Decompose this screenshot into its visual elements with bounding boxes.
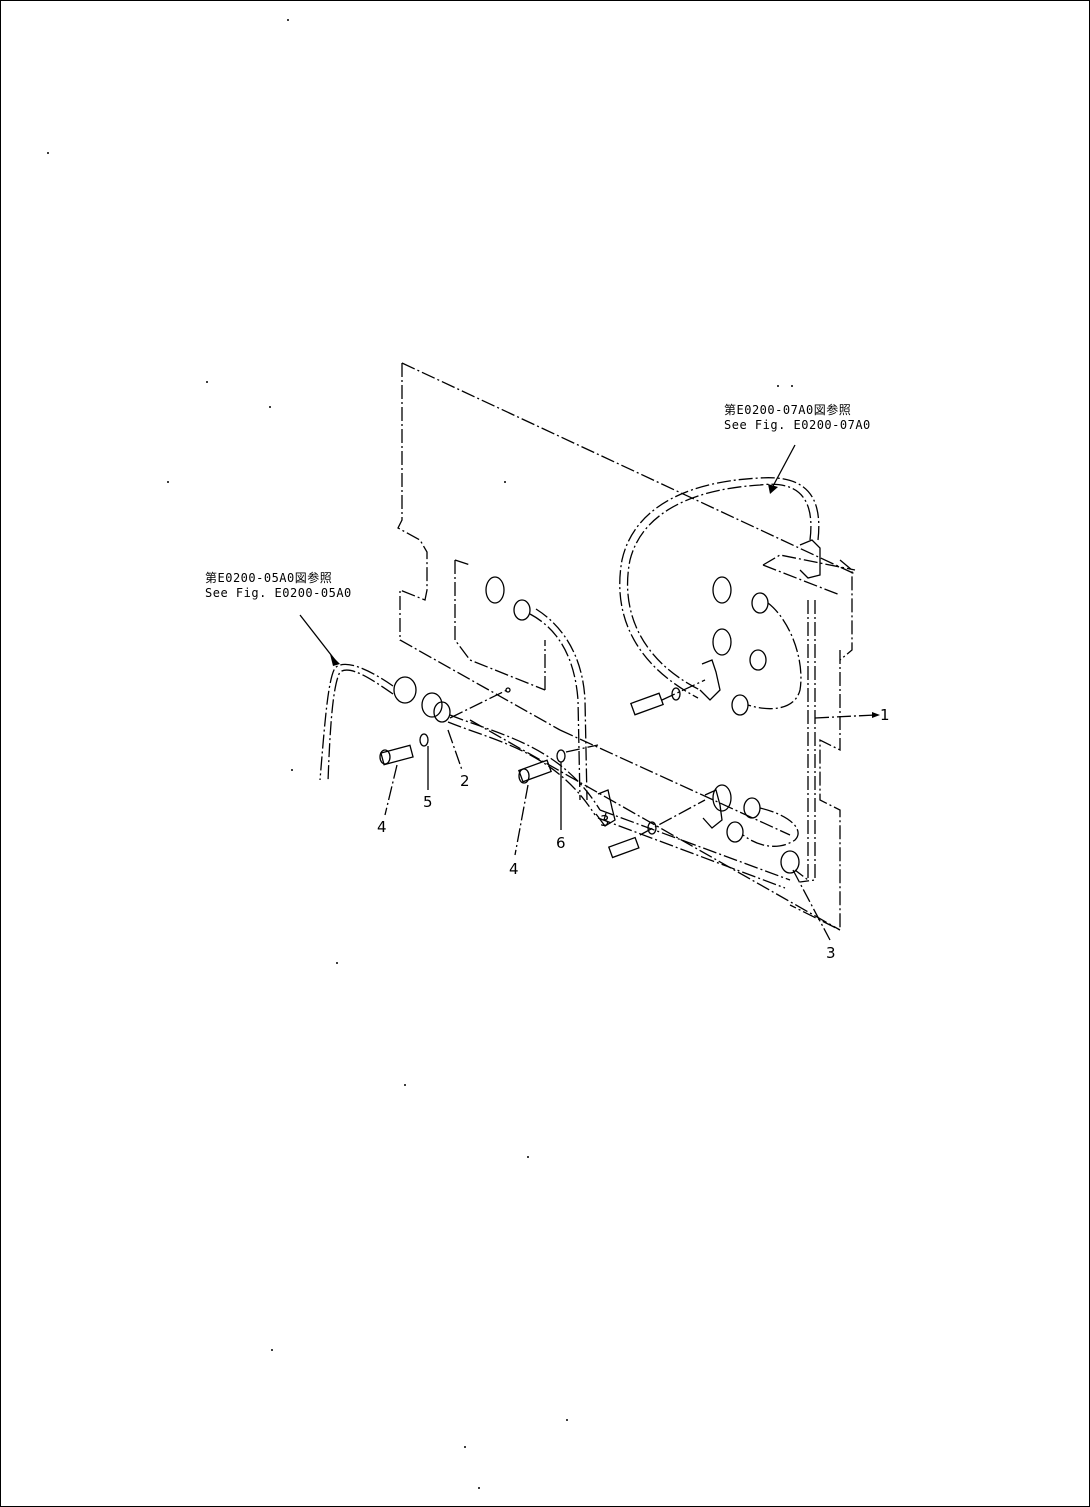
- scan-specks: [47, 19, 793, 1489]
- reference-note-jp: 第E0200-05A0図参照: [205, 571, 333, 585]
- part-label-4: 4: [377, 818, 387, 836]
- harness-left: [447, 576, 791, 889]
- bolt-4a: [379, 744, 414, 766]
- reference-note-jp: 第E0200-07A0図参照: [724, 403, 852, 417]
- part-label-3: 3: [826, 944, 836, 962]
- incoming-cable-left: [299, 614, 394, 783]
- clamp-3a: [565, 744, 616, 827]
- washer-6: [556, 749, 566, 763]
- connectors-right: [712, 576, 802, 874]
- junction-box: [762, 539, 856, 596]
- panel-plate: [397, 362, 856, 932]
- part-label-2: 2: [460, 772, 470, 790]
- reference-note-left: 第E0200-05A0図参照 See Fig. E0200-05A0: [205, 571, 352, 601]
- washer-5: [419, 733, 429, 747]
- reference-note-upper-right: 第E0200-07A0図参照 See Fig. E0200-07A0: [724, 403, 871, 433]
- part-label-1: 1: [880, 706, 890, 724]
- connector-2: [393, 676, 511, 723]
- part-label-4: 4: [509, 860, 519, 878]
- part-label-6: 6: [556, 834, 566, 852]
- part-label-3: 3: [600, 812, 610, 830]
- leader-lines: [384, 712, 880, 941]
- reference-note-en: See Fig. E0200-07A0: [724, 418, 871, 432]
- bolt-4b: [518, 759, 552, 784]
- reference-note-en: See Fig. E0200-05A0: [205, 586, 352, 600]
- part-label-5: 5: [423, 793, 433, 811]
- harness-upper: [619, 477, 820, 883]
- reference-arrow-right: [768, 444, 796, 494]
- panel-cutout: [454, 559, 546, 691]
